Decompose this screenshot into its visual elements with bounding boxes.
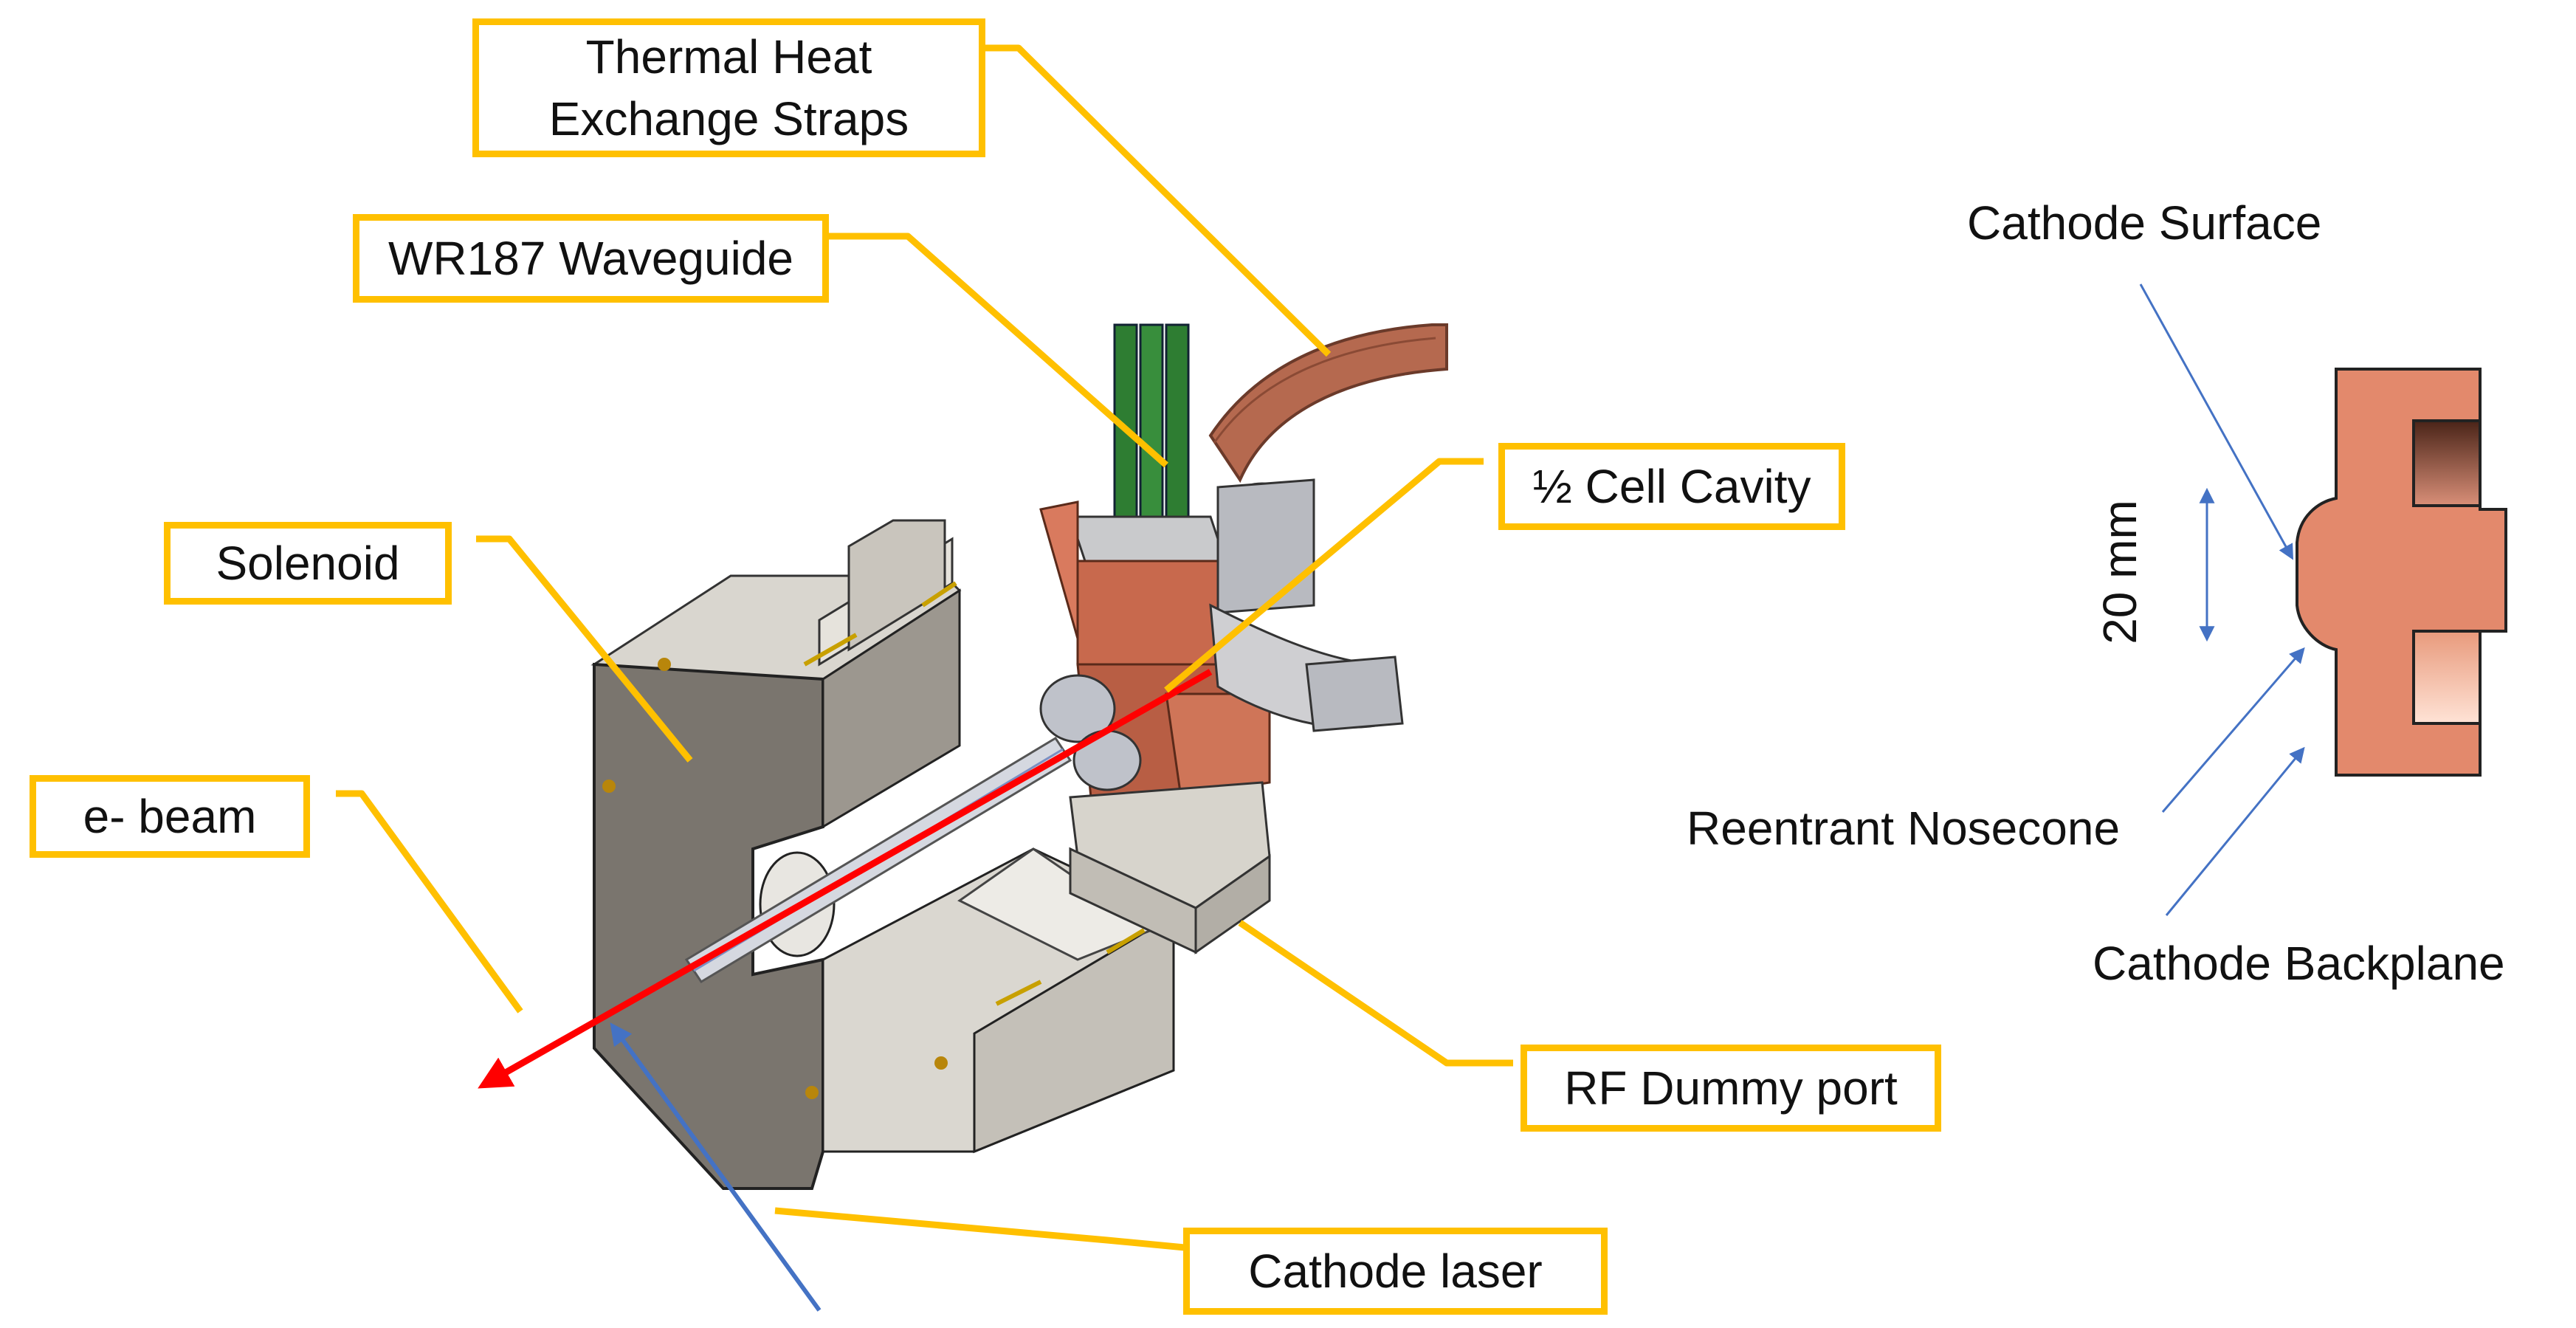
label-e-beam: e- beam [30, 775, 310, 858]
thermal-strap [1208, 323, 1448, 484]
e-beam-arrow [478, 669, 1213, 1089]
label-cathode-laser: Cathode laser [1183, 1228, 1608, 1315]
callout-leaders [336, 44, 1513, 1251]
solenoid-body [590, 519, 1175, 1190]
label-thermal-straps: Thermal Heat Exchange Straps [472, 18, 985, 157]
cavity-assembly [1039, 323, 1404, 954]
label-reentrant-nosecone: Reentrant Nosecone [1687, 802, 2121, 855]
cathode-laser-arrow [610, 1022, 822, 1312]
label-half-cell-cavity: ½ Cell Cavity [1498, 443, 1845, 530]
label-cathode-surface: Cathode Surface [1967, 196, 2322, 250]
label-cathode-backplane: Cathode Backplane [2093, 937, 2505, 990]
inset-pointers [2139, 283, 2305, 916]
cathode-cross-section [2296, 368, 2507, 777]
label-20-mm: 20 mm [2093, 500, 2146, 644]
label-waveguide: WR187 Waveguide [353, 214, 829, 303]
label-solenoid: Solenoid [164, 522, 452, 605]
label-rf-dummy-port: RF Dummy port [1521, 1045, 1941, 1132]
